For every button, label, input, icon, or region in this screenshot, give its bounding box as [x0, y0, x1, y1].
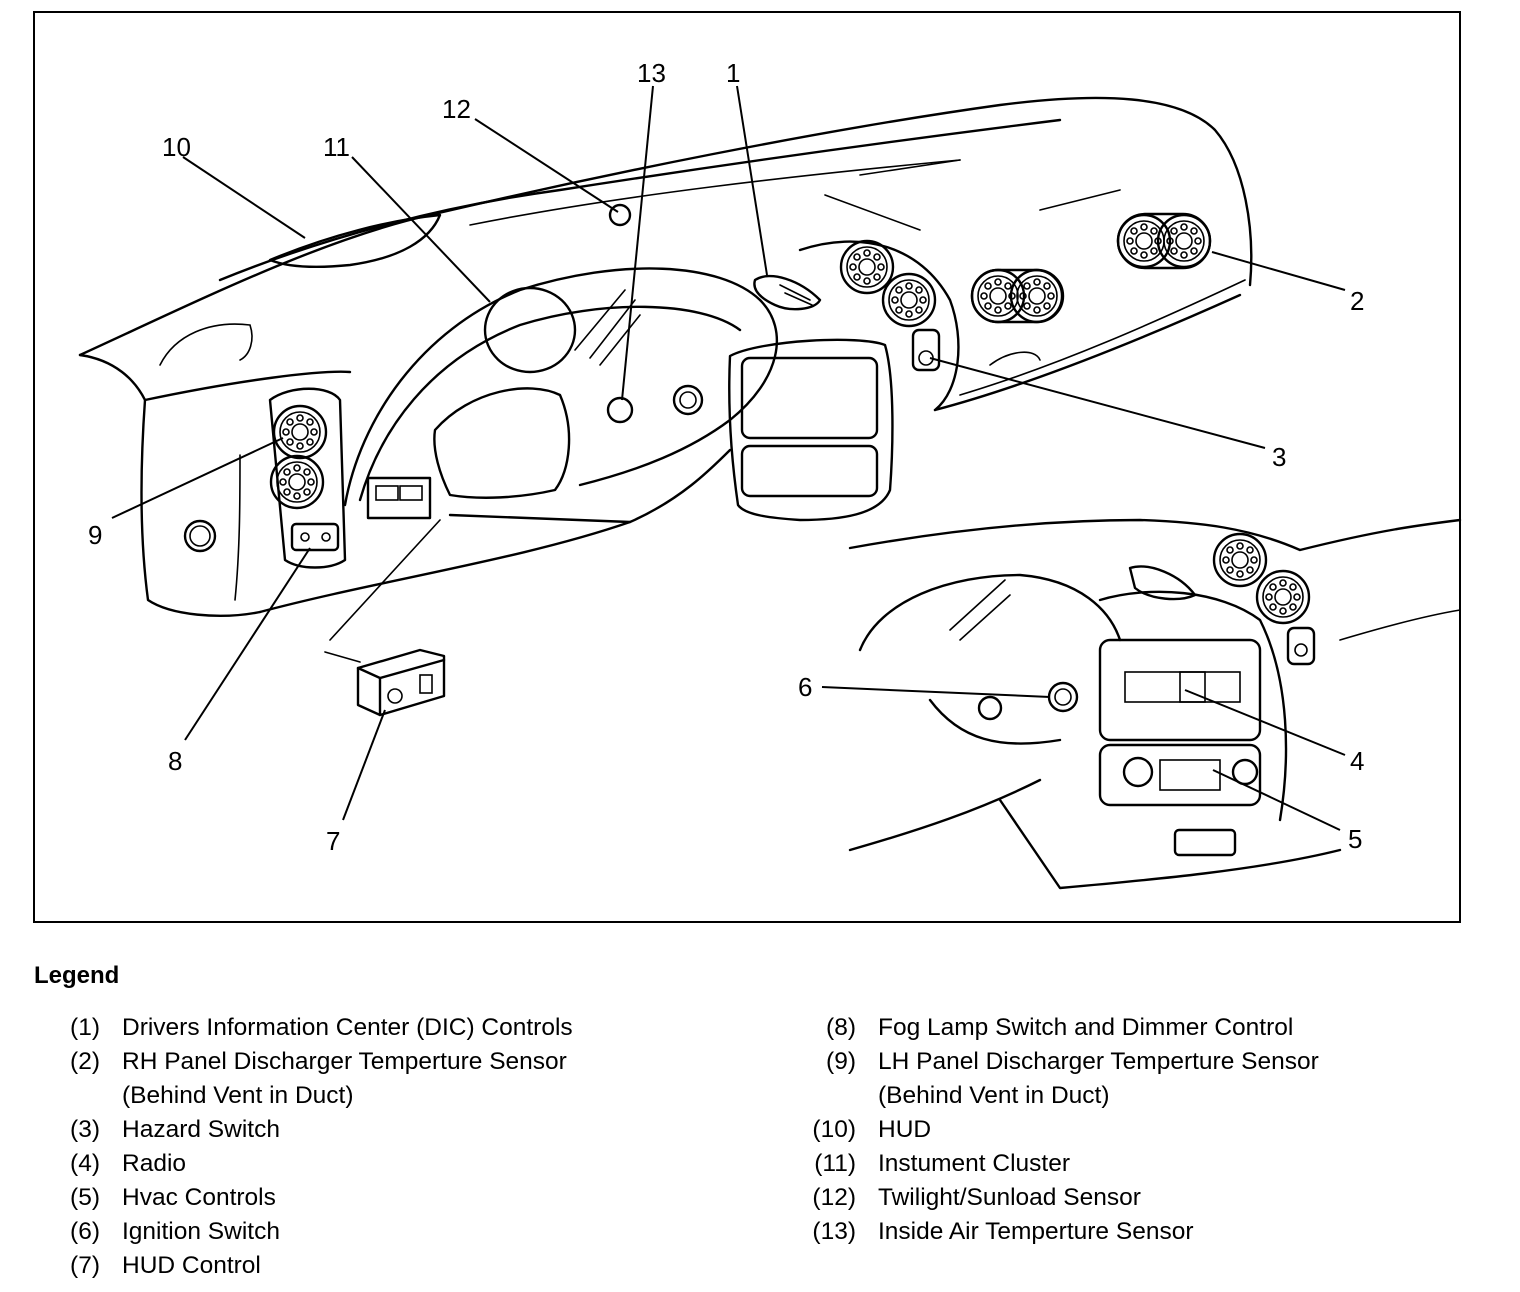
callout-10: 10 [162, 132, 191, 162]
legend-entry-text: Instument Cluster [878, 1150, 1070, 1177]
legend-entry: (8) Fog Lamp Switch and Dimmer Control [792, 1011, 1319, 1045]
leader-lines [111, 85, 1346, 831]
legend-left-column: (1) Drivers Information Center (DIC) Cont… [36, 1011, 573, 1283]
legend-entry: (9) LH Panel Discharger Temperture Sensor [792, 1045, 1319, 1079]
legend-entry: (10) HUD [792, 1113, 1319, 1147]
legend-entry: (3) Hazard Switch [36, 1113, 573, 1147]
callout-1: 1 [726, 58, 740, 88]
legend-entry-text: (Behind Vent in Duct) [878, 1082, 1110, 1109]
dashboard-diagram: 1 2 3 4 5 6 7 8 9 10 11 12 13 [78, 58, 1462, 890]
callout-labels: 1 2 3 4 5 6 7 8 9 10 11 12 13 [88, 58, 1364, 856]
legend-entry-number: (11) [814, 1150, 856, 1177]
legend-entry-number: (8) [826, 1014, 856, 1041]
legend-entry-number: (10) [812, 1116, 856, 1143]
callout-9: 9 [88, 520, 102, 550]
legend-entry-number: (6) [70, 1218, 100, 1245]
legend-entry-number: (2) [70, 1048, 100, 1075]
callout-7: 7 [326, 826, 340, 856]
legend-entry-number: (13) [812, 1218, 856, 1245]
inset-dashboard [848, 518, 1462, 890]
legend-entry-text: Inside Air Temperture Sensor [878, 1218, 1194, 1245]
legend-entry-text: Hazard Switch [122, 1116, 280, 1143]
callout-3: 3 [1272, 442, 1286, 472]
callout-4: 4 [1350, 746, 1364, 776]
legend-entry: (6) Ignition Switch [36, 1215, 573, 1249]
legend-entry-text: Drivers Information Center (DIC) Control… [122, 1014, 573, 1041]
legend-entry-text: HUD Control [122, 1252, 261, 1279]
legend-entry: (1) Drivers Information Center (DIC) Cont… [36, 1011, 573, 1045]
legend-entry: (11) Instument Cluster [792, 1147, 1319, 1181]
callout-2: 2 [1350, 286, 1364, 316]
legend-entry-text: (Behind Vent in Duct) [122, 1082, 354, 1109]
legend-entry-number: (5) [70, 1184, 100, 1211]
legend-entry-number: (7) [70, 1252, 100, 1279]
legend-entry: (2) RH Panel Discharger Temperture Sensor [36, 1045, 573, 1079]
legend-entry: (5) Hvac Controls [36, 1181, 573, 1215]
legend-entry: (7) HUD Control [36, 1249, 573, 1283]
legend-entry-text: HUD [878, 1116, 932, 1143]
legend-entry-number: (12) [812, 1184, 856, 1211]
dashboard-outline [78, 96, 1253, 617]
legend-entry-text: Twilight/Sunload Sensor [878, 1184, 1141, 1211]
callout-6: 6 [798, 672, 812, 702]
legend-entry-text: Hvac Controls [122, 1184, 276, 1211]
legend-entry-text: Fog Lamp Switch and Dimmer Control [878, 1014, 1294, 1041]
legend-right-column: (8) Fog Lamp Switch and Dimmer Control (9)… [792, 1011, 1319, 1249]
legend-entry-text: LH Panel Discharger Temperture Sensor [878, 1048, 1319, 1075]
legend-entry: (Behind Vent in Duct) [792, 1079, 1319, 1113]
hud-control-detail [324, 519, 446, 717]
legend-entry: (Behind Vent in Duct) [36, 1079, 573, 1113]
callout-8: 8 [168, 746, 182, 776]
legend-entry-text: Radio [122, 1150, 187, 1177]
callout-11: 11 [323, 132, 350, 162]
legend-entry: (12) Twilight/Sunload Sensor [792, 1181, 1319, 1215]
legend-entry-number: (4) [70, 1150, 100, 1177]
diagram-frame [33, 11, 1461, 923]
legend-entry-text: RH Panel Discharger Temperture Sensor [122, 1048, 567, 1075]
legend-entry-number [792, 1079, 856, 1113]
legend-entry: (13) Inside Air Temperture Sensor [792, 1215, 1319, 1249]
legend-title: Legend [34, 962, 120, 989]
callout-12: 12 [442, 94, 471, 124]
legend-entry-number: (3) [70, 1116, 100, 1143]
legend-entry-number [36, 1079, 100, 1113]
legend-entry-number: (1) [70, 1014, 100, 1041]
legend-entry: (4) Radio [36, 1147, 573, 1181]
legend-entry-text: Ignition Switch [122, 1218, 280, 1245]
callout-13: 13 [637, 58, 666, 88]
callout-5: 5 [1348, 824, 1362, 854]
legend-entry-number: (9) [826, 1048, 856, 1075]
